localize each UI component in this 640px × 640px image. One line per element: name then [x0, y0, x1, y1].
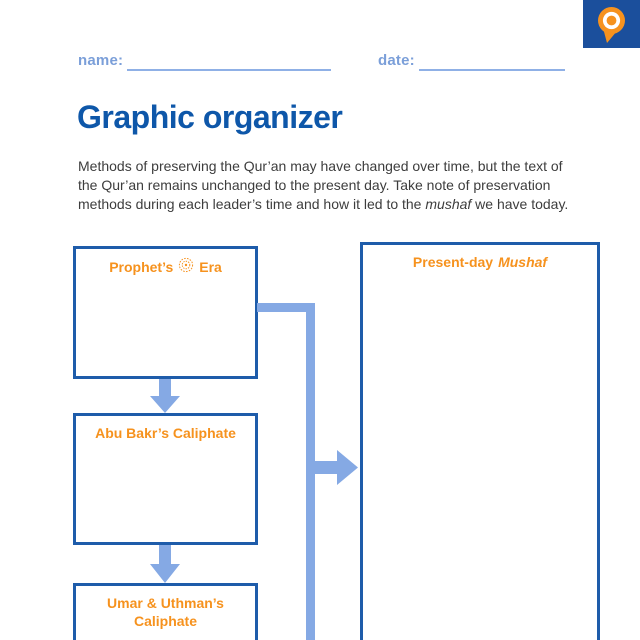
intro-paragraph: Methods of preserving the Qur’an may hav… [78, 157, 578, 214]
box-present-day-label-regular: Present-day [412, 254, 494, 270]
box-prophet-era: Prophet’s Era [73, 246, 258, 379]
date-label: date: [378, 52, 415, 69]
box-present-day-label-italic: Mushaf [498, 254, 548, 270]
box-abu-bakr-label: Abu Bakr’s Caliphate [95, 425, 236, 441]
box-abu-bakr-writing-area[interactable] [79, 446, 252, 539]
box-abu-bakr-caliphate: Abu Bakr’s Caliphate [73, 413, 258, 545]
page-title: Graphic organizer [77, 99, 343, 135]
box-prophet-era-writing-area[interactable] [79, 279, 252, 373]
connector-horizontal-line [257, 303, 315, 312]
box-present-day-label: Present-day Mushaf [363, 253, 597, 271]
box-present-day-writing-area[interactable] [366, 275, 594, 640]
intro-line-3-tail: we have today. [471, 196, 569, 212]
box-present-day-mushaf: Present-day Mushaf [360, 242, 600, 640]
box-umar-uthman-label: Umar & Uthman’s Caliphate [107, 595, 224, 629]
intro-line-3: methods during each leader’s time and ho… [78, 195, 578, 214]
box-prophet-era-label-after: Era [199, 259, 222, 275]
intro-line-3-text: methods during each leader’s time and ho… [78, 196, 426, 212]
name-label: name: [78, 52, 124, 69]
box-umar-uthman-writing-area[interactable] [79, 616, 252, 640]
box-prophet-era-label: Prophet’s Era [76, 257, 255, 277]
box-umar-uthman-caliphate: Umar & Uthman’s Caliphate [73, 583, 258, 640]
pbuh-calligraphy-icon [178, 257, 194, 277]
intro-line-2: the Qur’an remains unchanged to the pres… [78, 177, 551, 193]
arrow-right-to-mushaf-icon [310, 450, 358, 485]
intro-line-1: Methods of preserving the Qur’an may hav… [78, 158, 563, 174]
name-input-line[interactable] [127, 69, 331, 71]
arrow-down-prophet-to-abubakr-icon [150, 379, 180, 413]
intro-mushaf-italic: mushaf [425, 196, 472, 212]
date-input-line[interactable] [419, 69, 565, 71]
arrow-down-abubakr-to-umar-icon [150, 545, 180, 583]
quranera-logo-icon [583, 0, 640, 48]
box-prophet-era-label-before: Prophet’s [109, 259, 174, 275]
